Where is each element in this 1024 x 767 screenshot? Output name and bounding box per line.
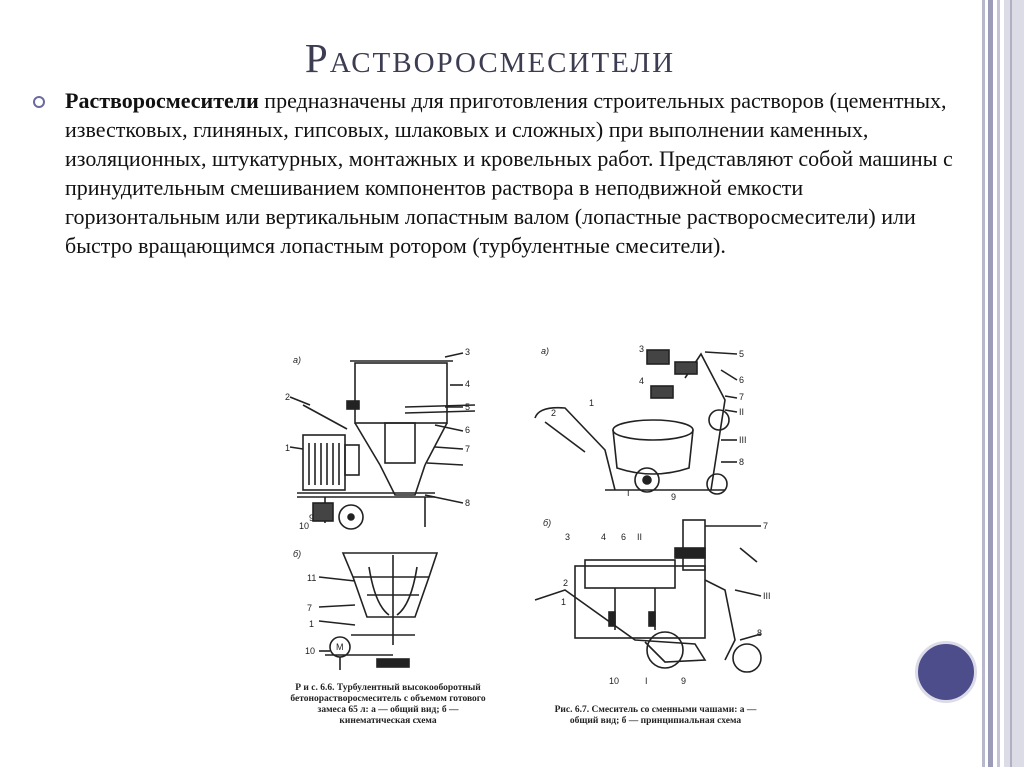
mixer-figure-right: а) 3 4 5 6 7 II III 8 1 2 I 9 б) 7 3 4 6… xyxy=(534,344,771,686)
slide-title: Растворосмесители xyxy=(304,35,676,81)
label-num: 1 xyxy=(285,443,290,453)
label-num: 11 xyxy=(307,573,316,583)
decor-stripe xyxy=(1010,0,1012,767)
label-b-right: б) xyxy=(543,518,551,528)
label-a-left: а) xyxy=(293,355,301,365)
label-num: 7 xyxy=(739,392,744,402)
label-num: 2 xyxy=(285,392,290,402)
label-num: 3 xyxy=(465,347,470,357)
label-a-right: а) xyxy=(541,346,549,356)
mixer-figure-left: а) 3 4 5 6 7 8 2 1 10 9 б) 11 7 1 10 M xyxy=(285,347,476,670)
label-num: 3 xyxy=(565,532,570,542)
body-bold-term: Растворосмесители xyxy=(65,88,259,113)
bullet-icon xyxy=(33,96,45,108)
label-num: 8 xyxy=(739,457,744,467)
label-num: 9 xyxy=(671,492,676,502)
label-num: 3 xyxy=(639,344,644,354)
label-num: 6 xyxy=(465,425,470,435)
label-num: II xyxy=(637,532,642,542)
label-num: 7 xyxy=(465,444,470,454)
label-num: 1 xyxy=(561,597,566,607)
drum-body xyxy=(354,362,448,424)
label-motor: M xyxy=(336,642,344,652)
label-num: 4 xyxy=(601,532,606,542)
label-b-left: б) xyxy=(293,549,301,559)
label-num: 1 xyxy=(309,619,314,629)
body-paragraph: Растворосмесители предназначены для приг… xyxy=(65,86,955,260)
wheel xyxy=(338,504,364,530)
label-num: 6 xyxy=(621,532,626,542)
label-num: 7 xyxy=(763,521,768,531)
label-num: 10 xyxy=(609,676,619,686)
bowl-rim xyxy=(612,419,694,441)
decor-stripe xyxy=(1004,0,1024,767)
schematic-tank xyxy=(341,552,439,618)
body-text: предназначены для приготовления строител… xyxy=(65,88,953,258)
wheel xyxy=(634,467,660,493)
schematic-frame xyxy=(534,589,707,663)
label-num: 10 xyxy=(299,521,309,531)
label-num: 4 xyxy=(465,379,470,389)
figure-caption-left: Р и с. 6.6. Турбулентный высокооборотный… xyxy=(290,683,486,726)
label-num: 1 xyxy=(589,398,594,408)
figure-caption-right: Рис. 6.7. Смеситель со сменными чашами: … xyxy=(554,705,757,726)
label-num: 5 xyxy=(465,402,470,412)
label-num: 10 xyxy=(305,646,315,656)
decor-stripe xyxy=(988,0,993,767)
label-num: II xyxy=(739,407,744,417)
wheel xyxy=(732,643,762,673)
label-num: III xyxy=(739,435,747,445)
decor-circle xyxy=(915,641,977,703)
label-num: 8 xyxy=(757,628,762,638)
label-num: 4 xyxy=(639,376,644,386)
decor-stripe xyxy=(982,0,985,767)
label-num: 2 xyxy=(551,408,556,418)
label-num: 6 xyxy=(739,375,744,385)
label-num: 2 xyxy=(563,578,568,588)
label-num: I xyxy=(645,676,648,686)
label-num: III xyxy=(763,591,771,601)
label-num: 5 xyxy=(739,349,744,359)
label-num: I xyxy=(627,488,630,498)
decor-stripe xyxy=(997,0,1000,767)
label-num: 9 xyxy=(681,676,686,686)
label-num: 8 xyxy=(465,498,470,508)
label-num: 7 xyxy=(307,603,312,613)
label-num: 9 xyxy=(309,513,314,523)
wheel xyxy=(646,631,684,669)
wheel xyxy=(706,473,728,495)
